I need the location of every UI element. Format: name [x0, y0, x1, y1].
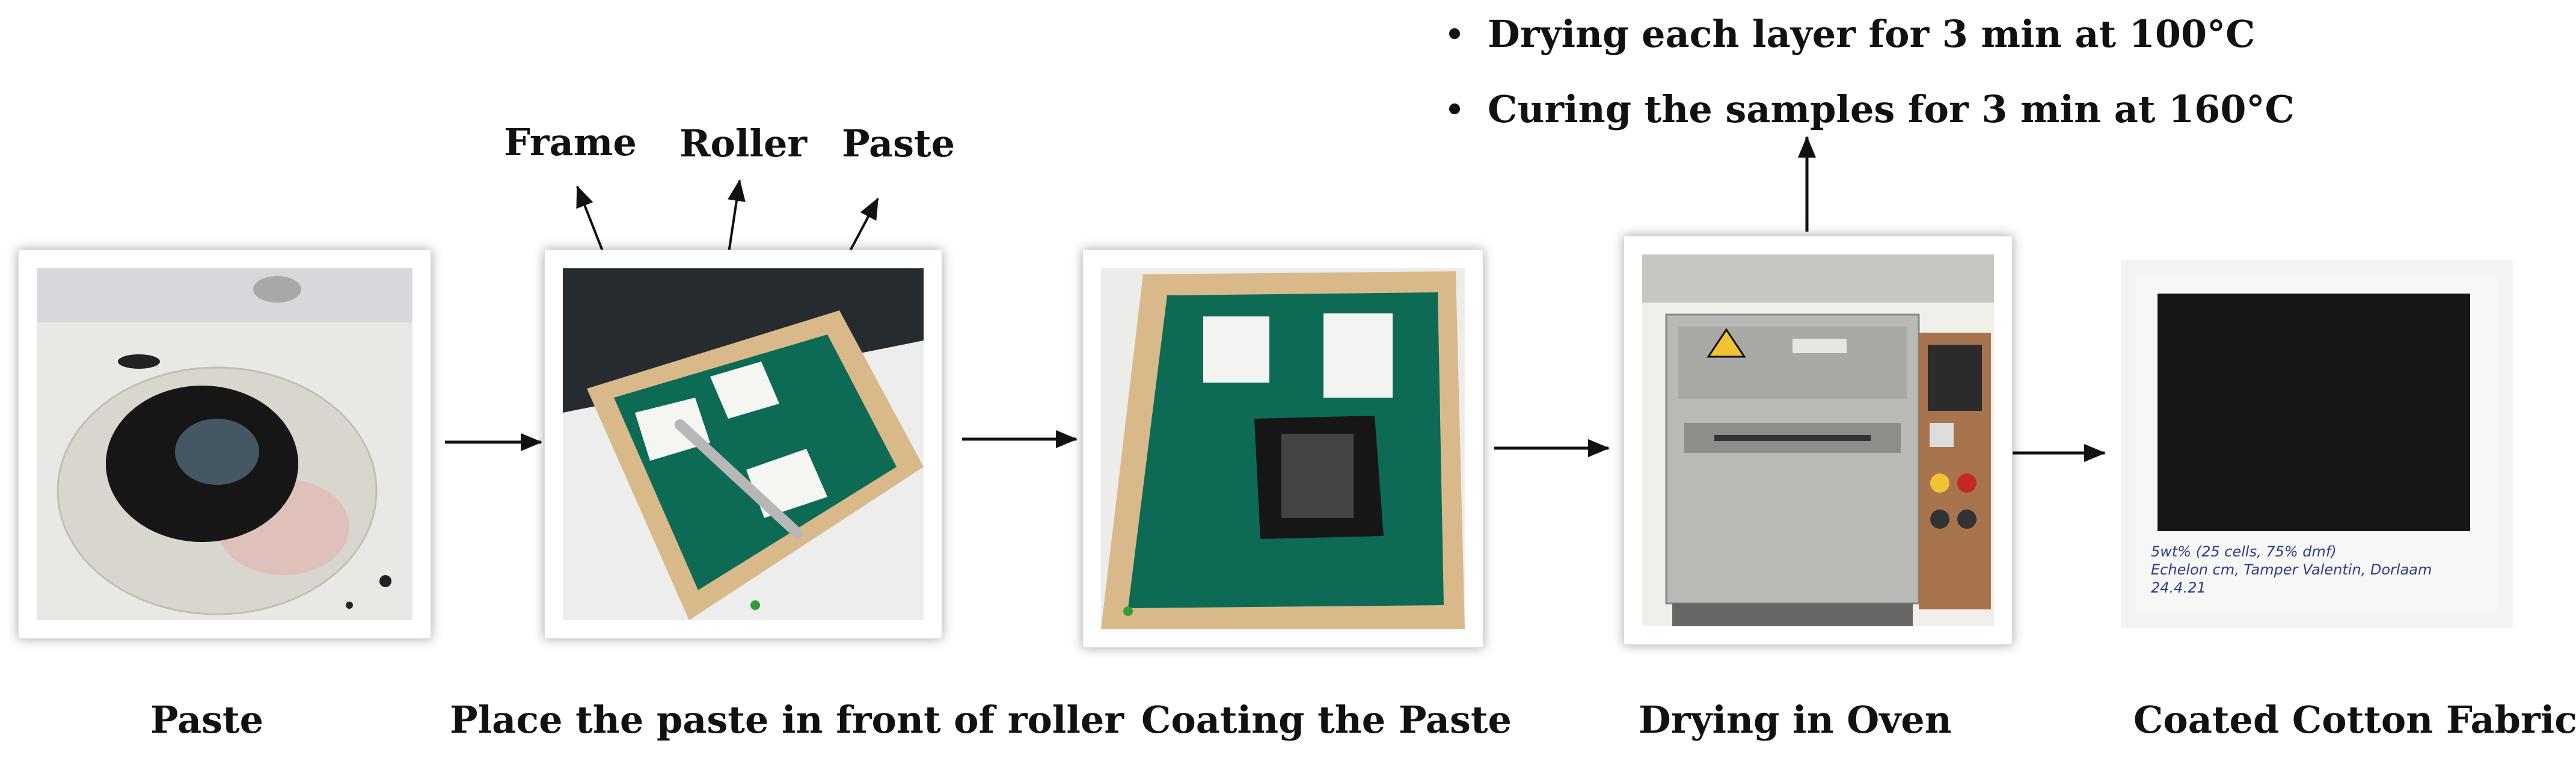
bullet-dot: [1449, 103, 1460, 114]
drying-note-1: Drying each layer for 3 min at 100°C: [1449, 12, 2255, 56]
drying-note-1-text: Drying each layer for 3 min at 100°C: [1488, 12, 2256, 56]
caption-drying: Drying in Oven: [1639, 698, 1952, 742]
paste-photo: [18, 250, 431, 639]
frame-roller-photo: [544, 250, 942, 639]
paste-label: Paste: [842, 122, 955, 165]
bullet-dot: [1449, 28, 1460, 39]
caption-coating: Coating the Paste: [1141, 698, 1512, 742]
drying-note-2: Curing the samples for 3 min at 160°C: [1449, 87, 2295, 131]
fabric-note-line-3: 24.4.21: [2151, 579, 2206, 596]
fabric-note-line-1: 5wt% (25 cells, 75% dmf): [2151, 543, 2337, 560]
coated-fabric-photo: 5wt% (25 cells, 75% dmf) Echelon cm, Tam…: [2121, 260, 2513, 628]
oven-photo: [1624, 236, 2013, 645]
coated-screen-photo: [1082, 250, 1483, 648]
fabric-handwritten-note: 5wt% (25 cells, 75% dmf) Echelon cm, Tam…: [2151, 543, 2432, 597]
frame-label: Frame: [504, 120, 637, 164]
roller-label: Roller: [679, 122, 808, 165]
fabric-note-line-2: Echelon cm, Tamper Valentin, Dorlaam: [2151, 561, 2432, 578]
caption-coated-fabric: Coated Cotton Fabric: [2133, 698, 2576, 742]
caption-paste: Paste: [150, 698, 264, 742]
drying-note-2-text: Curing the samples for 3 min at 160°C: [1488, 87, 2295, 131]
caption-place-paste: Place the paste in front of roller: [450, 698, 1124, 742]
